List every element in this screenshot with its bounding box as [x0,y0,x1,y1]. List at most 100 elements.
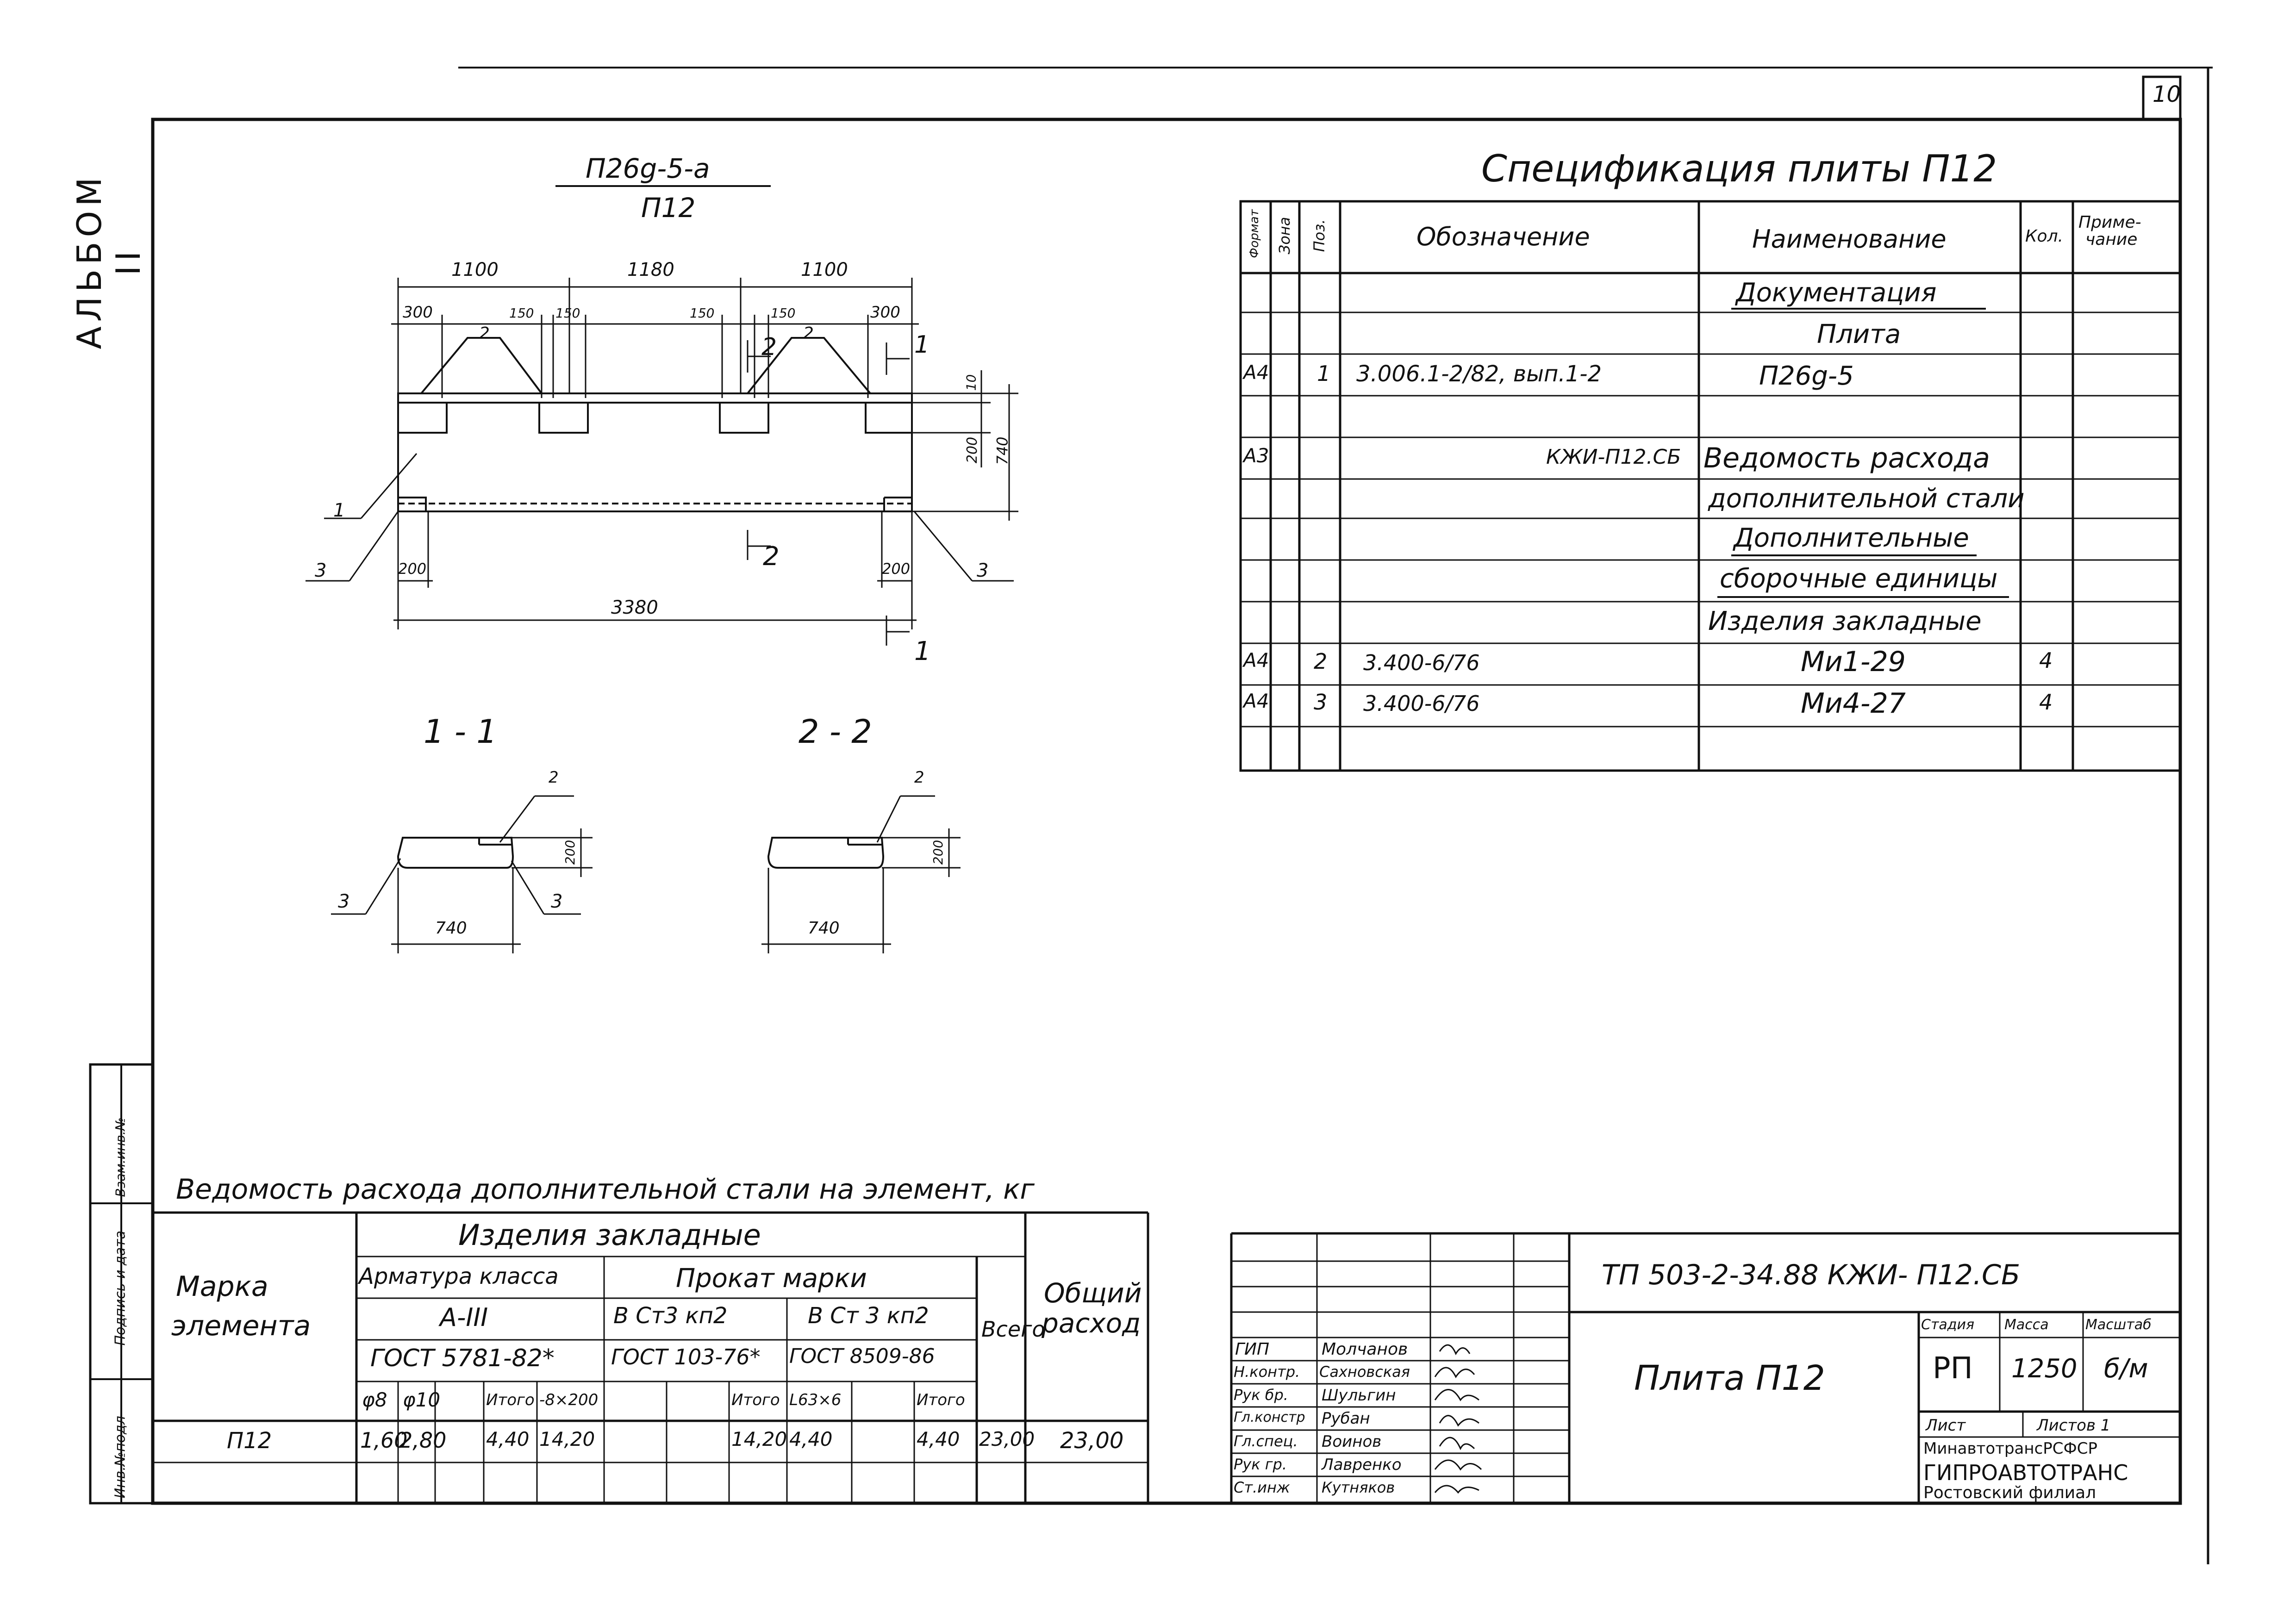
dim-200-bottom-left: 200 [398,560,427,578]
spec-row-name: Ми1-29 [1801,646,1906,678]
dim-1100-left: 1100 [451,259,499,280]
steel-group-header: Изделия закладные [458,1218,761,1252]
steel-sub-col: φ10 [403,1388,441,1411]
drawing-title-bottom: П12 [641,192,696,224]
org-ministry: МинавтотрансРСФСР [1923,1439,2098,1458]
spec-row-format: А3 [1243,444,1269,467]
drawing-code: ТП 503-2-34.88 КЖИ- П12.СБ [1602,1259,2021,1291]
spec-row-name: Ведомость расхода [1703,442,1990,474]
steel-row-value: 4,40 [789,1428,833,1450]
scale-value: б/м [2104,1354,2148,1384]
role: Рук гр. [1234,1456,1287,1473]
steel-overall-header-1: Общий [1044,1277,1142,1309]
stage-header: Стадия [1921,1317,1975,1333]
dim-150-c: 150 [690,305,715,321]
dim-300-left: 300 [403,303,433,322]
stamp-inv-label: Инв.№подл [112,1416,129,1499]
section-mark-2-top: 2 [761,333,777,361]
section-mark-1-top: 1 [914,331,930,359]
sheets-label: Листов 1 [2037,1416,2111,1435]
sec1-pos-2: 2 [549,768,559,787]
spec-row-format: А4 [1243,690,1269,712]
role: Ст.инж [1234,1479,1290,1496]
drawing-title-top: П26g-5-а [586,153,710,184]
role: Гл.констр [1234,1409,1305,1425]
steel-row-value: 2,80 [399,1428,447,1453]
spec-row-pos: 2 [1314,649,1328,674]
dim-150-d: 150 [771,305,796,321]
steel-total-header: Всего [981,1317,1045,1342]
dim-150-b: 150 [555,305,580,321]
spec-h-qty: Кол. [2025,227,2064,246]
dim-1100-right: 1100 [801,259,848,280]
dim-1180: 1180 [627,259,674,280]
person-name: Сахновская [1319,1363,1410,1381]
sec2-pos-2: 2 [914,768,924,787]
spec-row-designation: КЖИ-П12.СБ [1546,445,1681,469]
dim-200-bottom-right: 200 [882,560,911,578]
spec-row-name: Дополнительные [1734,523,1969,553]
dim-740-right: 740 [993,436,1011,465]
pos-label-1: 1 [333,500,345,521]
steel-row-mark: П12 [227,1428,272,1454]
steel-sub-col: φ8 [362,1388,387,1411]
person-name: Молчанов [1322,1340,1408,1359]
dim-150-a: 150 [509,305,534,321]
album-label: АЛЬБОМ II [70,173,148,349]
sheet-label: Лист [1926,1416,1966,1435]
person-name: Кутняков [1322,1479,1395,1496]
person-name: Шульгин [1322,1386,1396,1405]
drawing-name: Плита П12 [1634,1358,1825,1398]
steel-mark-header-2: элемента [171,1310,311,1342]
spec-row-qty: 4 [2039,690,2053,715]
org-branch: Ростовский филиал [1923,1483,2096,1502]
spec-row-pos: 3 [1314,690,1328,715]
spec-h-note-2: чание [2085,230,2138,249]
spec-row-name: дополнительной стали [1708,484,2025,514]
sec1-width: 740 [435,919,467,938]
sec2-width: 740 [808,919,840,938]
steel-row-value: 4,40 [917,1428,960,1450]
spec-title: Спецификация плиты П12 [1481,147,1997,190]
steel-mark-header-1: Марка [176,1270,268,1303]
steel-row-value: 14,20 [731,1428,787,1450]
spec-row-name: Документация [1736,278,1937,308]
steel-rolled-gost-2: ГОСТ 8509-86 [789,1344,935,1368]
dim-300-right: 300 [870,303,900,322]
steel-rebar-class: А-III [440,1303,488,1332]
album-label-box: АЛЬБОМ II [70,130,148,349]
person-name: Лавренко [1322,1456,1402,1474]
mass-header: Масса [2004,1317,2049,1333]
pos-label-2-right: 2 [803,324,814,343]
steel-row-total: 23,00 [979,1428,1035,1450]
sec2-height: 200 [930,840,946,865]
steel-sub-col: L63×6 [789,1391,842,1409]
dim-10: 10 [963,374,979,391]
spec-row-designation: 3.400-6/76 [1363,650,1480,675]
spec-h-name: Наименование [1752,224,1947,254]
steel-rebar-gost: ГОСТ 5781-82* [370,1344,555,1372]
pos-label-3-left: 3 [315,560,327,581]
org-name: ГИПРОАВТОТРАНС [1923,1460,2128,1485]
pos-label-2-left: 2 [479,324,490,343]
sec1-height: 200 [562,840,578,865]
spec-row-format: А4 [1243,649,1269,672]
mass-value: 1250 [2011,1354,2078,1384]
role: Рук бр. [1234,1386,1288,1404]
section-2-title: 2 - 2 [799,713,872,751]
page-number: 10 [2152,81,2181,107]
steel-row-value: 14,20 [539,1428,595,1450]
spec-row-pos: 1 [1317,361,1331,386]
steel-title: Ведомость расхода дополнительной стали н… [176,1173,1035,1206]
stage-value: РП [1933,1351,1973,1386]
section-1-title: 1 - 1 [424,713,497,751]
steel-row-value: 1,60 [360,1428,408,1453]
spec-row-designation: 3.400-6/76 [1363,691,1480,716]
spec-row-name: Изделия закладные [1708,606,1982,636]
stamp-replace-label: Взам.инв.№ [112,1117,128,1197]
spec-row-name: П26g-5 [1759,361,1854,391]
steel-overall-header-2: расход [1042,1307,1141,1339]
steel-sub-col: Итого [486,1391,535,1409]
steel-rolled-grade-2: В Ст 3 кп2 [808,1303,929,1329]
